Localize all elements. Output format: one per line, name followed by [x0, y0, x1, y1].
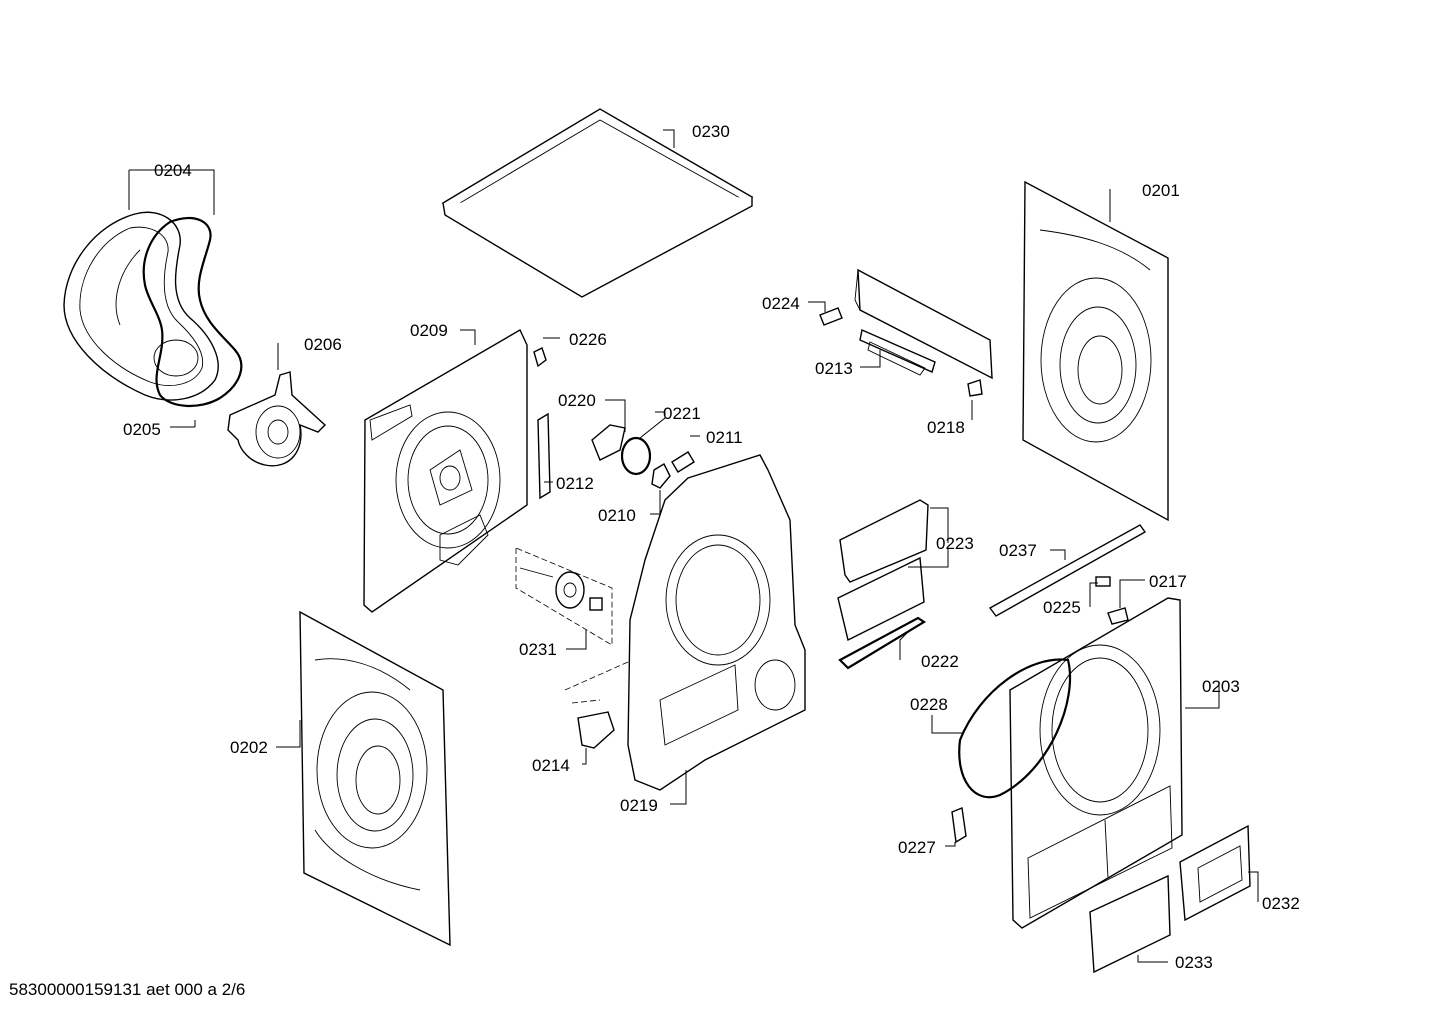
- part-connector: [671, 451, 695, 473]
- label-0237: 0237: [999, 541, 1037, 560]
- part-rear-drum-cover: [63, 211, 219, 401]
- part-cover-plate: [1089, 874, 1171, 974]
- part-clip: [533, 347, 547, 368]
- part-hinge-strip: [537, 412, 551, 500]
- part-rail-bracket: [1107, 607, 1129, 625]
- part-small-plate: [951, 807, 967, 844]
- part-fan-housing: [227, 371, 327, 467]
- label-0228: 0228: [910, 695, 948, 714]
- label-0232: 0232: [1262, 894, 1300, 913]
- part-pin: [819, 307, 843, 326]
- part-o-ring: [620, 436, 652, 476]
- label-0224: 0224: [762, 294, 800, 313]
- label-0210: 0210: [598, 506, 636, 525]
- label-0201: 0201: [1142, 181, 1180, 200]
- label-0212: 0212: [556, 474, 594, 493]
- label-0211: 0211: [706, 428, 743, 447]
- label-0209: 0209: [410, 321, 448, 340]
- part-rail-clip: [1095, 576, 1111, 587]
- document-footer: 58300000159131 aet 000 a 2/6: [9, 980, 246, 999]
- part-top-cover: [441, 108, 754, 298]
- part-latch: [577, 711, 615, 749]
- label-0214: 0214: [532, 756, 570, 775]
- part-lint-filter: [837, 499, 929, 642]
- label-0205: 0205: [123, 420, 161, 439]
- label-0222: 0222: [921, 652, 959, 671]
- leader-lines: [128, 129, 1259, 963]
- label-0203: 0203: [1202, 677, 1240, 696]
- label-0233: 0233: [1175, 953, 1213, 972]
- part-control-frame: [854, 268, 993, 380]
- part-button-bracket: [859, 329, 936, 376]
- part-coupling: [651, 463, 671, 489]
- part-filter-seal: [838, 616, 927, 670]
- assembly-guide-line: [571, 699, 601, 704]
- label-0225: 0225: [1043, 598, 1081, 617]
- label-0221: 0221: [663, 404, 701, 423]
- part-top-rail: [988, 524, 1147, 617]
- part-seal-ring: [142, 217, 243, 408]
- label-0231: 0231: [519, 640, 557, 659]
- label-0213: 0213: [815, 359, 853, 378]
- label-0218: 0218: [927, 418, 965, 437]
- label-0206: 0206: [304, 335, 342, 354]
- part-front-bulkhead: [627, 454, 806, 791]
- part-side-panel-left: [299, 610, 451, 947]
- part-rear-panel: [363, 329, 528, 613]
- part-side-panel-right: [1022, 180, 1169, 522]
- part-grille: [1179, 824, 1251, 922]
- label-0202: 0202: [230, 738, 268, 757]
- part-shaft-kit: [515, 547, 613, 646]
- label-0220: 0220: [558, 391, 596, 410]
- label-0227: 0227: [898, 838, 936, 857]
- label-0219: 0219: [620, 796, 658, 815]
- callout-labels: 0230 0204 0205 0206 0209 0226 0220 0221 …: [123, 122, 1300, 972]
- part-small-bracket: [967, 379, 983, 397]
- label-0217: 0217: [1149, 572, 1187, 591]
- part-door-seal: [958, 658, 1072, 799]
- label-0226: 0226: [569, 330, 607, 349]
- label-0230: 0230: [692, 122, 730, 141]
- label-0223: 0223: [936, 534, 974, 553]
- part-sensor-housing: [591, 424, 626, 461]
- part-front-panel: [1009, 597, 1183, 929]
- label-0204: 0204: [154, 161, 192, 180]
